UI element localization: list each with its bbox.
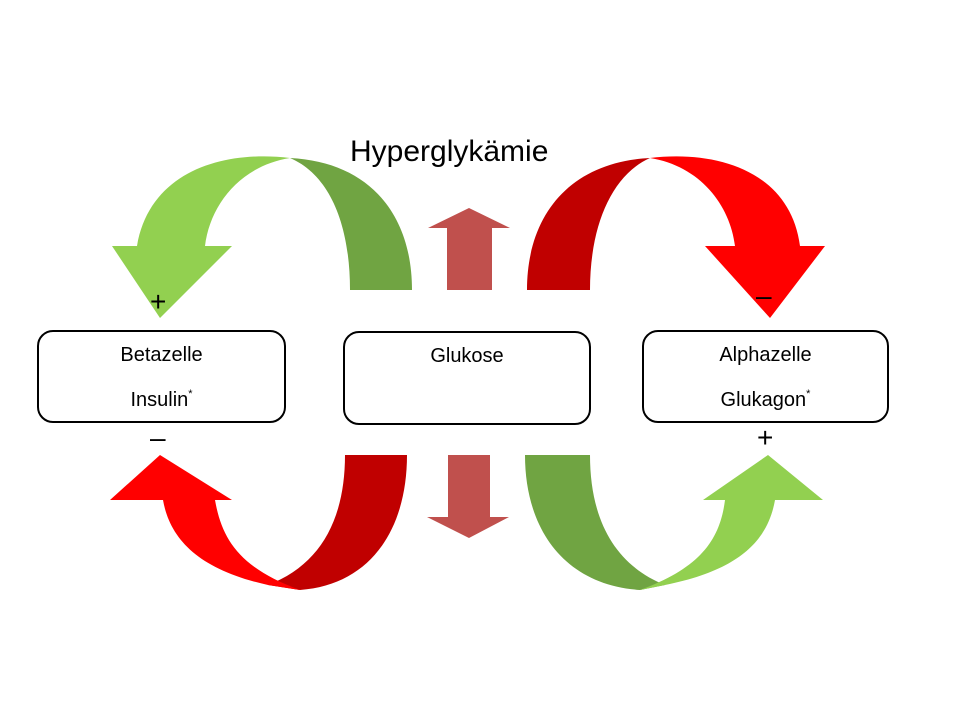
insulin-footnote-mark: * [188, 388, 193, 400]
sign-beta-top: + [150, 286, 167, 317]
curved-arrow-top-left-dark [290, 158, 412, 290]
curved-arrow-bottom-right-dark [525, 455, 665, 590]
glucose-label: Glukose [430, 345, 504, 367]
beta-cell-name: Betazelle [120, 344, 203, 366]
glukagon-footnote-mark: * [806, 388, 811, 400]
alpha-cell-hormone: Glukagon* [644, 388, 887, 412]
curved-arrow-top-right-light [650, 156, 825, 318]
curved-arrow-top-left-light [112, 156, 290, 318]
alpha-cell-box: Alphazelle Glukagon* [642, 330, 889, 423]
curved-arrow-bottom-right-light [640, 455, 823, 590]
sign-alpha-top: – [756, 280, 772, 311]
alpha-cell-name: Alphazelle [719, 344, 812, 366]
curved-arrow-top-right [527, 156, 825, 318]
glukagon-label: Glukagon [720, 389, 807, 411]
curved-arrow-bottom-left-dark [268, 455, 407, 590]
insulin-label: Insulin [130, 389, 189, 411]
beta-cell-box: Betazelle Insulin* [37, 330, 286, 423]
sign-beta-bottom: – [150, 422, 166, 453]
glucose-box: Glukose [343, 331, 591, 425]
curved-arrow-top-left [112, 156, 412, 318]
curved-arrow-bottom-left-light [110, 455, 300, 590]
sign-alpha-bottom: + [757, 422, 774, 453]
down-arrow [427, 455, 509, 538]
curved-arrow-bottom-left [110, 455, 407, 590]
curved-arrow-top-right-dark [527, 158, 650, 290]
curved-arrow-bottom-right [525, 455, 823, 590]
beta-cell-hormone: Insulin* [39, 388, 284, 412]
diagram-title: Hyperglykämie [350, 135, 549, 168]
up-arrow [428, 208, 510, 290]
